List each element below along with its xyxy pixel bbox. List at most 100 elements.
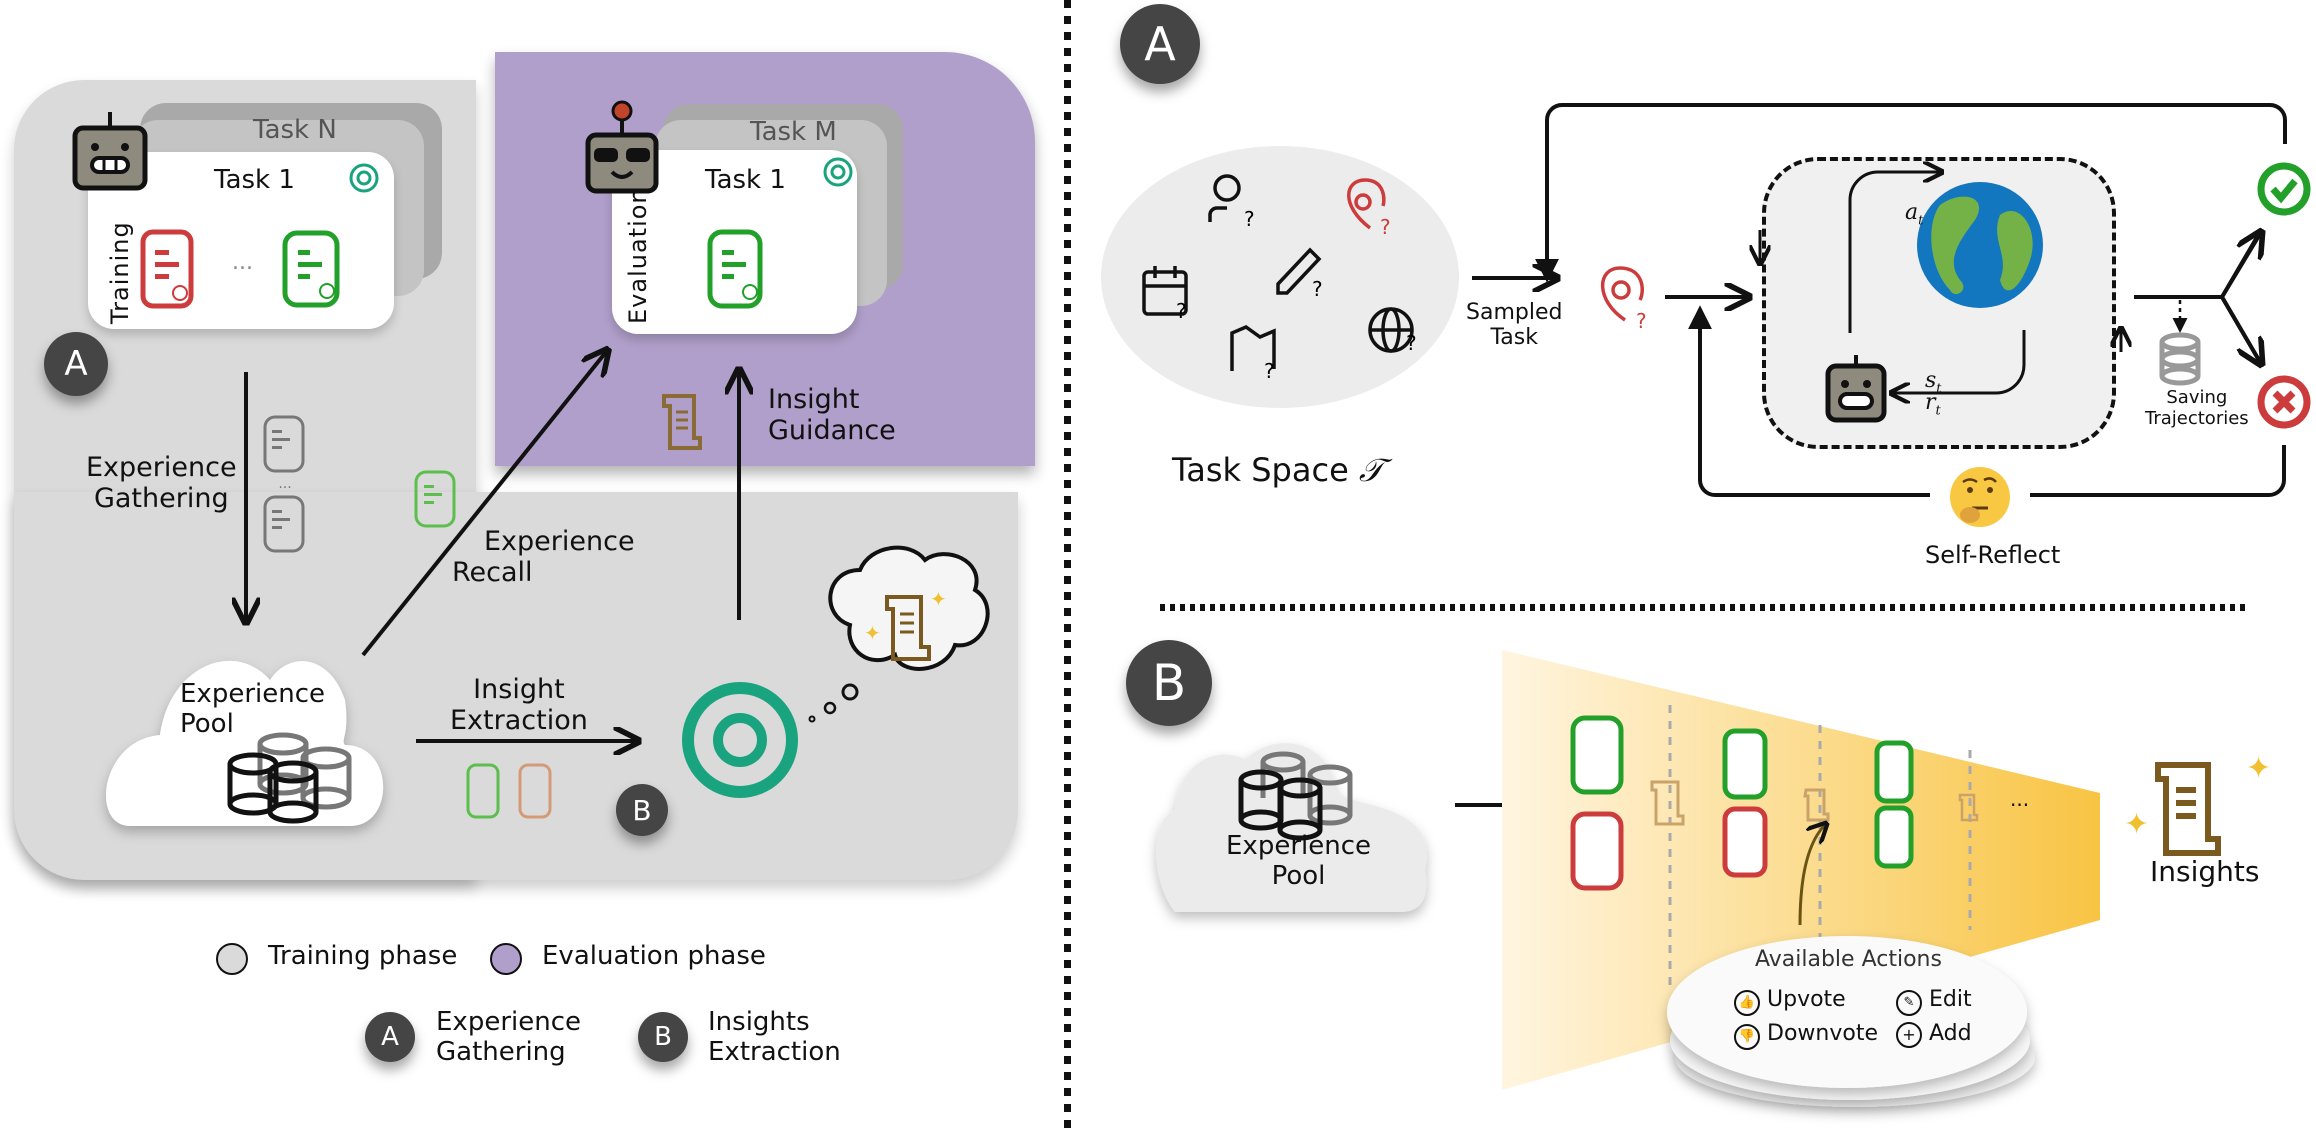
database-icon	[227, 732, 352, 824]
badge-a: A	[44, 332, 108, 396]
sparkle-icon: ✦	[2246, 751, 2271, 786]
funnel-ellipsis: ...	[2010, 787, 2030, 811]
experience-pool-label: Experience Pool	[180, 679, 325, 739]
robot-icon	[72, 112, 148, 191]
success-doc-icon	[1874, 740, 1914, 804]
experience-recall-arrow	[361, 352, 606, 657]
recall-doc-icon	[414, 470, 456, 528]
action-upvote[interactable]: 👍 Upvote	[1734, 987, 1846, 1016]
saving-trajectories-label: Saving Trajectories	[2145, 387, 2249, 429]
pencil-icon: ✎	[1896, 990, 1922, 1016]
legend-badge-b: B	[638, 1012, 688, 1062]
action-label: at	[1905, 200, 1924, 229]
gray-doc-icon	[263, 415, 305, 473]
sampled-task-label: Sampled Task	[1466, 300, 1563, 351]
saving-trajectories-database-icon	[2159, 332, 2201, 386]
success-doc-icon	[466, 763, 500, 819]
self-reflect-line	[1700, 310, 2286, 497]
action-edit[interactable]: ✎ Edit	[1896, 987, 1972, 1016]
thumbs-down-icon: 👎	[1734, 1024, 1760, 1050]
database-stack-icon	[1238, 751, 1353, 841]
svg-text:?: ?	[1636, 309, 1647, 333]
plus-icon: +	[1896, 1022, 1922, 1048]
calendar-question-icon	[1142, 266, 1188, 316]
svg-text:?: ?	[1380, 215, 1391, 239]
task-n-label: Task N	[253, 115, 337, 145]
success-check-icon	[2257, 162, 2311, 216]
agent-robot-icon	[1825, 355, 1887, 423]
task-m-label: Task M	[750, 117, 837, 147]
thumbs-up-icon: 👍	[1734, 990, 1760, 1016]
available-actions-panel	[1667, 936, 2027, 1088]
success-doc-icon	[1874, 805, 1914, 869]
sparkle-icon: ✦	[930, 587, 947, 611]
state-label: st	[1925, 368, 1942, 397]
legend-b-label: Insights Extraction	[708, 1007, 841, 1067]
insight-guidance-label: Insight Guidance	[768, 384, 896, 447]
self-reflect-label: Self-Reflect	[1925, 541, 2061, 569]
svg-text:?: ?	[1406, 331, 1417, 355]
experience-pool-b-label: Experience Pool	[1226, 831, 1371, 891]
success-doc-icon	[1722, 728, 1768, 800]
task-1-training-label: Task 1	[214, 165, 295, 195]
reward-label: rt	[1925, 390, 1941, 419]
thought-cloud	[828, 545, 990, 671]
sampled-task-location-icon	[1600, 266, 1644, 322]
svg-text:?: ?	[1244, 207, 1255, 231]
legend-a-label: Experience Gathering	[436, 1007, 581, 1067]
openai-logo-icon	[682, 682, 798, 798]
map-question-icon	[1230, 325, 1276, 371]
experience-gathering-label: Experience Gathering	[86, 452, 237, 515]
panel-b-badge: B	[1126, 640, 1212, 726]
thinking-face-icon	[1950, 467, 2010, 527]
pencil-question-icon	[1276, 247, 1322, 295]
experience-recall-label: Experience Recall	[452, 526, 635, 589]
svg-text:...: ...	[278, 476, 291, 492]
insights-scroll-icon	[2155, 762, 2221, 856]
scroll-icon	[662, 394, 702, 450]
success-feedback-line	[1535, 103, 2287, 283]
action-downvote[interactable]: 👎 Downvote	[1734, 1021, 1878, 1050]
training-ellipsis: ...	[232, 250, 253, 275]
location-question-icon	[1347, 178, 1386, 230]
earth-globe-icon	[1917, 182, 2043, 308]
user-question-icon	[1208, 174, 1241, 222]
action-add[interactable]: + Add	[1896, 1021, 1972, 1048]
experience-pool-cloud-b	[1156, 743, 1427, 912]
task-1-evaluation-label: Task 1	[705, 165, 786, 195]
failed-trajectory-doc-icon	[140, 229, 194, 309]
scroll-icon	[1958, 793, 1979, 822]
available-actions-title: Available Actions	[1755, 947, 1942, 972]
svg-text:?: ?	[1312, 277, 1323, 301]
svg-text:?: ?	[1176, 299, 1187, 323]
insight-extraction-label: Insight Extraction	[450, 674, 588, 737]
legend-evaluation-label: Evaluation phase	[542, 941, 766, 971]
horizontal-separator	[1160, 604, 2250, 611]
legend-badge-a: A	[365, 1012, 415, 1062]
failure-doc-icon	[1570, 811, 1624, 891]
failure-doc-icon	[518, 763, 552, 819]
vertical-separator	[1064, 0, 1071, 1136]
sparkle-icon: ✦	[864, 621, 881, 645]
cool-robot-icon	[585, 100, 659, 194]
insights-label: Insights	[2150, 855, 2260, 888]
failure-doc-icon	[1722, 806, 1768, 878]
task-space-ellipse	[1101, 146, 1459, 408]
badge-b: B	[616, 784, 668, 836]
success-doc-icon	[1570, 715, 1624, 795]
success-trajectory-doc-icon	[282, 230, 340, 308]
scroll-insight-icon	[885, 595, 931, 661]
legend-training-swatch	[216, 943, 248, 975]
task-space-label: Task Space 𝒯	[1172, 451, 1384, 489]
panel-a-badge: A	[1120, 4, 1200, 84]
legend-evaluation-swatch	[490, 943, 522, 975]
failure-cross-icon	[2257, 375, 2311, 429]
globe-question-icon	[1368, 307, 1414, 353]
openai-logo-icon	[349, 163, 379, 193]
insight-refinement-funnel	[1502, 650, 2100, 1090]
scroll-icon	[1650, 780, 1685, 826]
gray-doc-icon	[263, 495, 305, 553]
